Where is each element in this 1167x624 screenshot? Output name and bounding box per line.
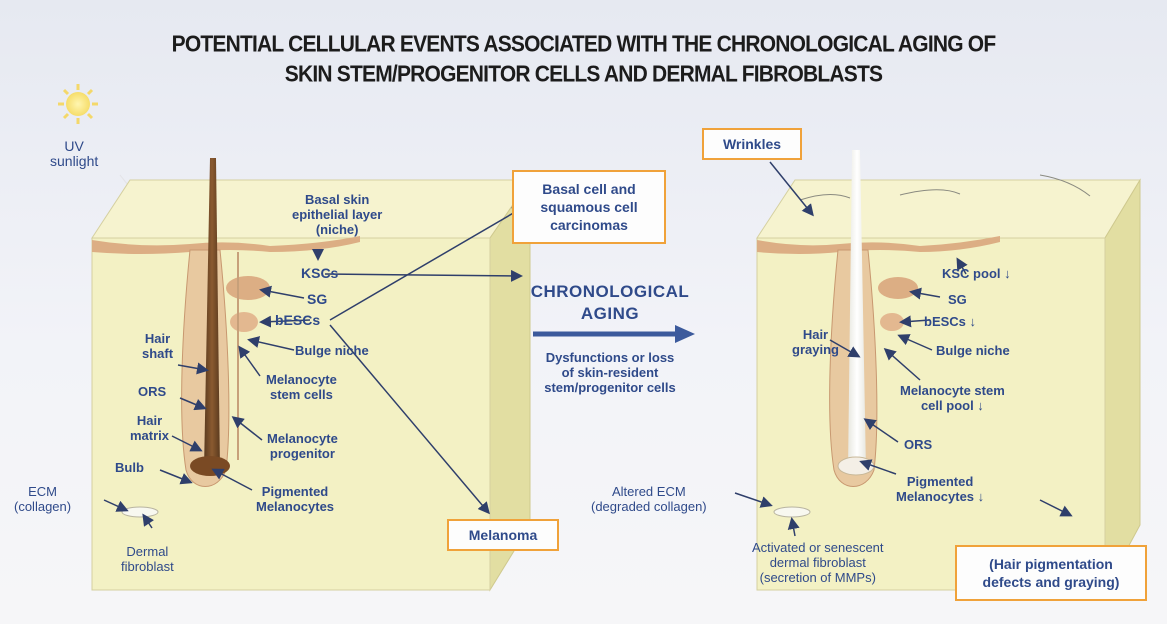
right-bulge-niche-label: Bulge niche: [936, 343, 1010, 358]
carcinoma-box: Basal cell and squamous cell carcinomas: [512, 170, 666, 244]
uv-label: UV sunlight: [50, 139, 98, 169]
melanocyte-progenitor-line2: progenitor: [267, 446, 338, 461]
senescent-fibroblast-line3: (secretion of MMPs): [752, 570, 884, 585]
hair-graying-line2: graying: [792, 342, 839, 357]
uv-label-line2: sunlight: [50, 154, 98, 169]
melanocyte-progenitor-line1: Melanocyte: [267, 431, 338, 446]
aging-description-line3: stem/progenitor cells: [530, 380, 690, 395]
senescent-fibroblast-line2: dermal fibroblast: [752, 555, 884, 570]
aging-description: Dysfunctions or loss of skin-resident st…: [530, 350, 690, 395]
chronological-aging-heading: CHRONOLOGICAL AGING: [508, 281, 712, 325]
aging-heading-line1: CHRONOLOGICAL: [508, 281, 712, 303]
dermal-fibroblast-line1: Dermal: [121, 544, 174, 559]
aging-description-line2: of skin-resident: [530, 365, 690, 380]
carcinoma-line2: squamous cell: [540, 198, 637, 216]
carcinoma-line1: Basal cell and: [542, 180, 635, 198]
wrinkles-box: Wrinkles: [702, 128, 802, 160]
ecm-label: ECM (collagen): [14, 484, 71, 514]
ors-label: ORS: [138, 384, 166, 399]
right-pigmented-line1: Pigmented: [896, 474, 984, 489]
ecm-line2: (collagen): [14, 499, 71, 514]
melanoma-text: Melanoma: [469, 526, 537, 544]
aging-heading-line2: AGING: [508, 303, 712, 325]
melanocyte-pool-line2: cell pool ↓: [900, 398, 1005, 413]
altered-ecm-label: Altered ECM (degraded collagen): [591, 484, 707, 514]
sun-icon: [58, 84, 98, 124]
melanoma-box: Melanoma: [447, 519, 559, 551]
hair-graying-label: Hair graying: [792, 327, 839, 357]
pigmented-melanocytes-line2: Melanocytes: [256, 499, 334, 514]
pigmentation-line2: defects and graying): [983, 573, 1120, 591]
basal-layer-line1: Basal skin: [292, 192, 382, 207]
senescent-fibroblast-line1: Activated or senescent: [752, 540, 884, 555]
right-ors-label: ORS: [904, 437, 932, 452]
right-skin-cube: [757, 150, 1140, 590]
melanocyte-stem-line1: Melanocyte: [266, 372, 337, 387]
melanocyte-pool-label: Melanocyte stem cell pool ↓: [900, 383, 1005, 413]
title-line-1: POTENTIAL CELLULAR EVENTS ASSOCIATED WIT…: [0, 32, 1167, 59]
basal-layer-line3: (niche): [292, 222, 382, 237]
sg-label: SG: [307, 292, 327, 307]
aging-arrow-icon: [533, 325, 695, 343]
hair-shaft-line1: Hair: [142, 331, 173, 346]
right-sg-label: SG: [948, 292, 967, 307]
melanocyte-progenitor-label: Melanocyte progenitor: [267, 431, 338, 461]
pigmented-melanocytes-line1: Pigmented: [256, 484, 334, 499]
kscs-label: KSCs: [301, 266, 338, 281]
pigmentation-box: (Hair pigmentation defects and graying): [955, 545, 1147, 601]
bescs-label: bESCs: [275, 313, 320, 328]
title-line-2: SKIN STEM/PROGENITOR CELLS AND DERMAL FI…: [0, 62, 1167, 89]
pigmented-melanocytes-label: Pigmented Melanocytes: [256, 484, 334, 514]
pigmentation-line1: (Hair pigmentation: [989, 555, 1113, 573]
hair-matrix-label: Hair matrix: [130, 413, 169, 443]
right-pigmented-melanocytes-label: Pigmented Melanocytes ↓: [896, 474, 984, 504]
hair-matrix-line2: matrix: [130, 428, 169, 443]
wrinkles-text: Wrinkles: [723, 135, 781, 153]
right-pigmented-line2: Melanocytes ↓: [896, 489, 984, 504]
hair-shaft-line2: shaft: [142, 346, 173, 361]
bulge-niche-label: Bulge niche: [295, 343, 369, 358]
basal-layer-label: Basal skin epithelial layer (niche): [292, 192, 382, 237]
hair-graying-line1: Hair: [792, 327, 839, 342]
melanocyte-stem-cells-label: Melanocyte stem cells: [266, 372, 337, 402]
altered-ecm-line1: Altered ECM: [591, 484, 707, 499]
senescent-fibroblast-label: Activated or senescent dermal fibroblast…: [752, 540, 884, 585]
bulb-label: Bulb: [115, 460, 144, 475]
ecm-line1: ECM: [14, 484, 71, 499]
aging-description-line1: Dysfunctions or loss: [530, 350, 690, 365]
dermal-fibroblast-line2: fibroblast: [121, 559, 174, 574]
melanocyte-pool-line1: Melanocyte stem: [900, 383, 1005, 398]
ksc-pool-label: KSC pool ↓: [942, 266, 1011, 281]
basal-layer-line2: epithelial layer: [292, 207, 382, 222]
dermal-fibroblast-label: Dermal fibroblast: [121, 544, 174, 574]
altered-ecm-line2: (degraded collagen): [591, 499, 707, 514]
melanocyte-stem-line2: stem cells: [266, 387, 337, 402]
right-bescs-label: bESCs ↓: [924, 314, 976, 329]
uv-label-line1: UV: [50, 139, 98, 154]
hair-matrix-line1: Hair: [130, 413, 169, 428]
hair-shaft-label: Hair shaft: [142, 331, 173, 361]
carcinoma-line3: carcinomas: [550, 216, 628, 234]
